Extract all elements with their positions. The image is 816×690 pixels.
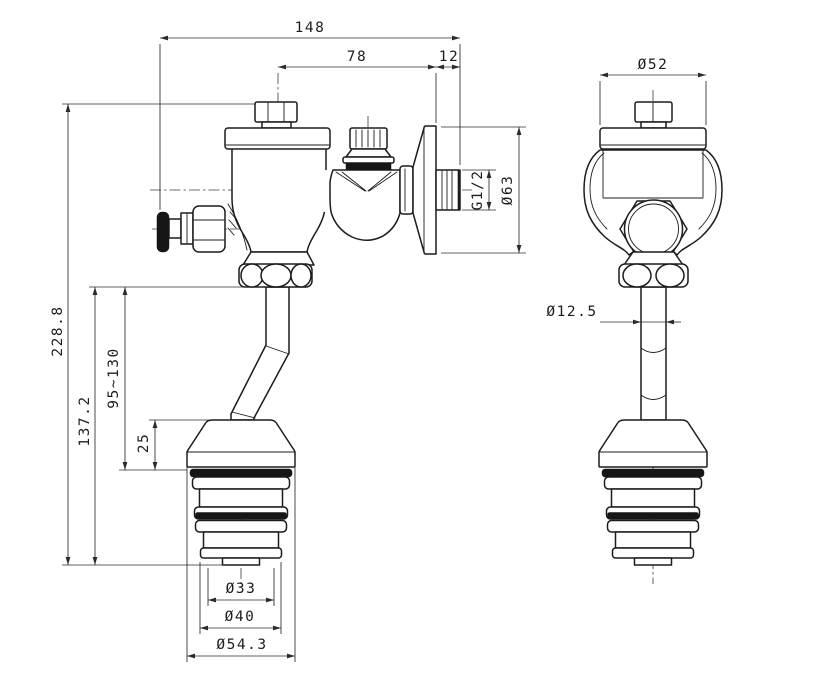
dim-label-body-diameter: Ø52 — [638, 57, 669, 73]
dim-label-spreader-height: 25 — [136, 433, 152, 453]
side-hex-boss — [619, 199, 688, 259]
bonnet-hex-cap — [254, 101, 298, 129]
side-outlet-skirt — [623, 251, 684, 266]
dim-label-spud-tip-diameter: Ø33 — [226, 581, 257, 597]
side-bonnet-hex-cap — [634, 101, 673, 129]
dim-label-inlet-thread: G1/2 — [470, 170, 486, 211]
outlet-nut — [238, 263, 313, 288]
side-body-flange — [599, 127, 707, 150]
dim-label-overall-height: 228.8 — [50, 305, 66, 356]
dim-center-to-wall: 78 — [278, 49, 437, 123]
valve-body — [227, 147, 327, 253]
inlet-pipe — [435, 169, 461, 211]
dim-outlet-drop: 137.2 — [77, 286, 263, 565]
dim-label-outlet-drop: 137.2 — [77, 395, 93, 446]
side-outlet-nut — [618, 263, 689, 288]
dim-body-diameter: Ø52 — [599, 57, 707, 125]
branch-ball-joint — [324, 169, 401, 241]
flow-adjuster — [342, 127, 395, 171]
dim-label-tube-diameter: Ø12.5 — [546, 304, 597, 320]
dim-spud-max-diameter: Ø54.3 — [186, 455, 296, 662]
side-spreader-spud — [598, 419, 708, 566]
front-view — [156, 101, 461, 566]
dim-adjustable-range: 95~130 — [106, 287, 187, 471]
outlet-skirt — [242, 251, 315, 266]
dim-label-escutcheon-diameter: Ø63 — [500, 175, 516, 206]
dim-spud-tip-diameter: Ø33 — [207, 568, 275, 606]
dim-label-overall-width: 148 — [295, 20, 326, 36]
dim-label-spud-max-diameter: Ø54.3 — [216, 637, 267, 653]
dim-label-adjustable-range: 95~130 — [106, 347, 122, 408]
button-face — [156, 211, 170, 253]
button-nut — [192, 205, 226, 253]
dim-label-center-to-wall: 78 — [347, 49, 367, 65]
dim-tube-diameter: Ø12.5 — [546, 304, 681, 325]
spreader-spud — [186, 419, 296, 566]
dim-overall-height: 228.8 — [50, 103, 256, 566]
outlet-tube — [230, 286, 290, 421]
dim-inlet-thread: G1/2 — [462, 170, 496, 211]
dim-overall-width: 148 — [159, 20, 461, 210]
dimension-annotations: 148 78 12 228.8 137.2 95~130 — [50, 20, 707, 662]
side-view — [583, 101, 723, 566]
body-flange — [224, 127, 331, 150]
dim-label-spud-mid-diameter: Ø40 — [225, 609, 256, 625]
dim-escutcheon-diameter: Ø63 — [441, 126, 526, 254]
dim-spreader-height: 25 — [136, 419, 210, 470]
button-stem — [168, 218, 182, 239]
side-outlet-tube — [640, 286, 667, 421]
dim-wall-stub: 12 — [436, 49, 460, 70]
dim-label-wall-stub: 12 — [439, 49, 459, 65]
push-button — [156, 205, 226, 253]
wall-escutcheon — [399, 125, 437, 255]
dim-spud-mid-diameter: Ø40 — [199, 562, 282, 634]
